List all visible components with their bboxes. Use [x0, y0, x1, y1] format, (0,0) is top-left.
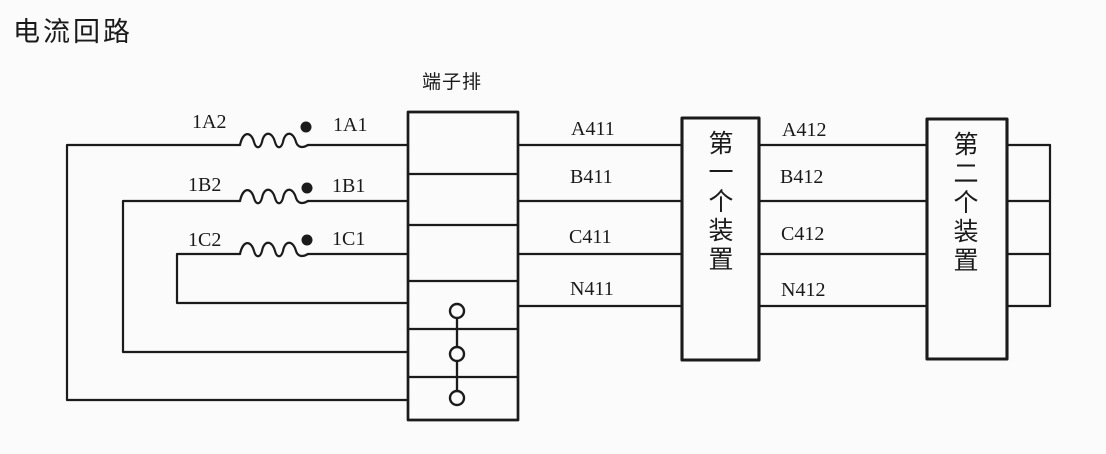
- wire-label-c412: C412: [781, 223, 825, 245]
- wires-block-to-device1: [516, 143, 684, 308]
- device2-box: [925, 117, 1009, 361]
- device1-box: [680, 116, 761, 362]
- test-terminal-circle: [448, 345, 466, 363]
- ct-coil-a: [238, 132, 310, 149]
- wire-label-c411: C411: [569, 226, 612, 248]
- return-bus: [1005, 143, 1052, 308]
- phase-a-outer-label: 1A2: [192, 111, 227, 133]
- terminal-block-label: 端子排: [422, 72, 483, 93]
- ct-coil-c: [238, 241, 310, 258]
- wire-label-b411: B411: [570, 166, 613, 188]
- phase-c-circuit: [175, 234, 410, 305]
- phase-b-circuit: [121, 182, 410, 354]
- wire-label-n411: N411: [570, 278, 614, 300]
- ct-coil-b: [238, 188, 310, 205]
- polarity-dot-c: [301, 234, 313, 246]
- test-terminal-circle: [448, 302, 466, 320]
- device2-label: 第二个装置: [950, 131, 977, 276]
- phase-a-inner-label: 1A1: [333, 114, 368, 136]
- phase-c-inner-label: 1C1: [332, 228, 366, 250]
- polarity-dot-b: [301, 182, 313, 194]
- phase-a-circuit: [65, 121, 410, 402]
- device1-label: 第一个装置: [705, 130, 732, 275]
- phase-b-inner-label: 1B1: [332, 175, 366, 197]
- wire-label-a412: A412: [782, 119, 827, 141]
- wires-device1-to-device2: [757, 143, 929, 308]
- wire-label-b412: B412: [780, 166, 824, 188]
- phase-b-outer-label: 1B2: [188, 174, 222, 196]
- terminal-block: [406, 110, 520, 422]
- wire-label-a411: A411: [571, 118, 615, 140]
- page-title: 电流回路: [13, 17, 133, 47]
- polarity-dot-a: [300, 121, 312, 133]
- phase-c-outer-label: 1C2: [188, 229, 222, 251]
- test-terminal-circle: [448, 389, 466, 407]
- wire-label-n412: N412: [781, 279, 826, 301]
